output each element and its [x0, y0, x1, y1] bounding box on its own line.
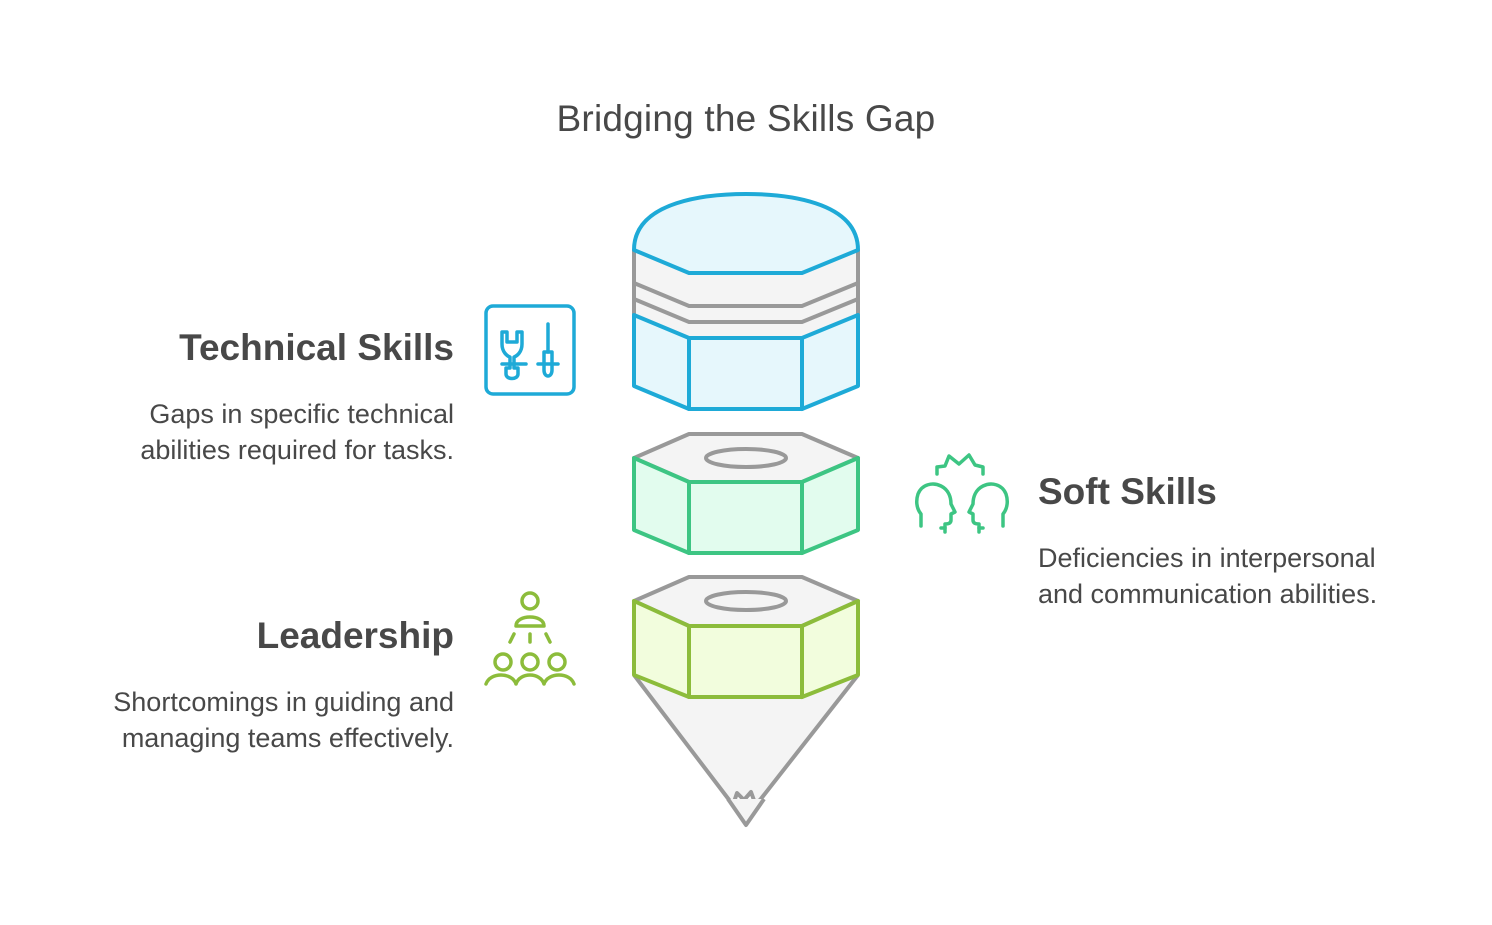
technical-skills-heading: Technical Skills — [179, 327, 454, 368]
two-heads-thinking-icon — [915, 453, 1009, 534]
leadership-heading: Leadership — [256, 615, 454, 656]
technical-skills-segment — [632, 192, 860, 411]
soft-skills-heading: Soft Skills — [1038, 471, 1217, 512]
technical-skills-label: Technical Skills Gaps in specific techni… — [140, 326, 454, 468]
technical-skills-description-line1: Gaps in specific technical — [149, 399, 454, 429]
soft-skills-label: Soft Skills Deficiencies in interpersona… — [1038, 470, 1377, 612]
soft-skills-segment — [632, 432, 860, 555]
leadership-description-line2: managing teams effectively. — [121, 723, 454, 753]
diagram-title: Bridging the Skills Gap — [556, 98, 936, 139]
leadership-description-line1: Shortcomings in guiding and — [113, 687, 454, 717]
soft-skills-description-line1: Deficiencies in interpersonal — [1038, 543, 1376, 573]
leader-team-icon — [484, 591, 576, 686]
soft-skills-description-line2: and communication abilities. — [1038, 579, 1378, 609]
leadership-label: Leadership Shortcomings in guiding and m… — [113, 614, 454, 756]
leadership-segment — [632, 575, 860, 827]
wrench-screwdriver-icon — [484, 304, 576, 396]
technical-skills-description-line2: abilities required for tasks. — [140, 435, 454, 465]
